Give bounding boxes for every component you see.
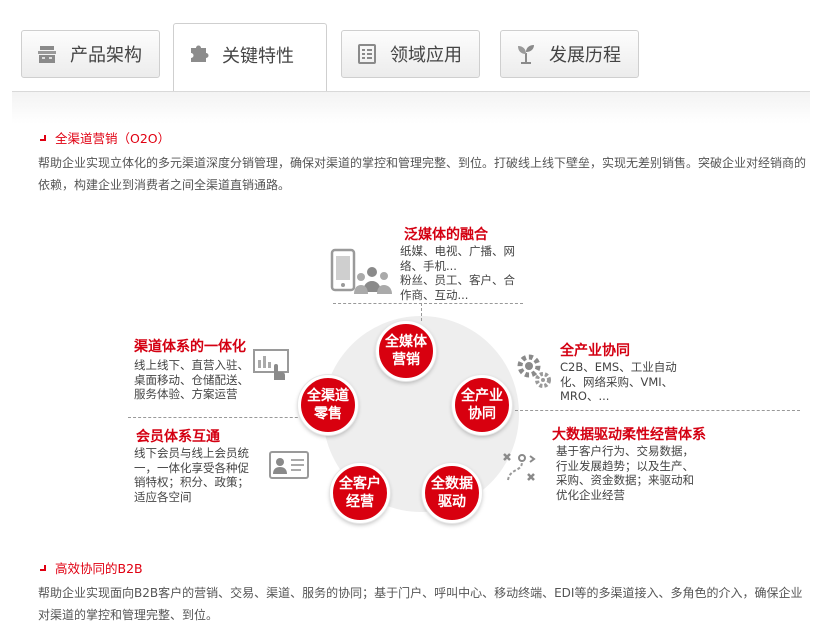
- section-title-o2o: 全渠道营销（O2O）: [38, 128, 170, 147]
- section-title-text: 全渠道营销（O2O）: [55, 131, 171, 146]
- separator-line: [421, 303, 422, 321]
- circle-all-media-marketing: 全媒体营销: [376, 321, 436, 381]
- tab-product-architecture[interactable]: 产品架构: [21, 30, 160, 78]
- tab-label: 领域应用: [390, 45, 462, 66]
- section-title-b2b: 高效协同的B2B: [38, 558, 143, 577]
- building-icon: [38, 46, 56, 63]
- circle-all-channel-retail: 全渠道零售: [298, 375, 358, 435]
- diagram-ring: [323, 316, 519, 512]
- gears-icon: [517, 354, 551, 388]
- tab-key-features[interactable]: 关键特性: [173, 23, 327, 95]
- panel-top-shade: [12, 92, 810, 124]
- separator-line: [515, 410, 800, 411]
- section-title-text: 高效协同的B2B: [55, 561, 143, 576]
- tab-label: 发展历程: [549, 45, 621, 66]
- tab-domain-applications[interactable]: 领域应用: [341, 30, 480, 78]
- block-title-media: 泛媒体的融合: [404, 227, 488, 243]
- red-arrow-icon: [39, 134, 46, 141]
- circle-all-customer-operation: 全客户经营: [330, 463, 390, 523]
- block-text-bigdata: 基于客户行为、交易数据， 行业发展趋势；以及生产、 采购、资金数据；来驱动和 优…: [556, 444, 694, 502]
- checklist-icon: [358, 44, 376, 64]
- member-card-icon: [269, 451, 309, 479]
- block-text-member: 线下会员与线上会员统 一，一体化享受各种促 销特权；积分、政策； 适应各空间: [134, 446, 249, 504]
- block-title-industry: 全产业协同: [560, 343, 630, 359]
- block-title-bigdata: 大数据驱动柔性经营体系: [552, 427, 706, 443]
- block-text-media: 纸媒、电视、广播、网 络、手机... 粉丝、员工、客户、合 作商、互动...: [400, 244, 515, 302]
- tab-label: 关键特性: [222, 46, 294, 67]
- block-title-channel: 渠道体系的一体化: [134, 339, 246, 355]
- circle-all-industry-collaboration: 全产业协同: [452, 375, 512, 435]
- separator-line: [128, 417, 318, 418]
- feature-diagram: 全媒体营销 全产业协同 全数据驱动 全客户经营 全渠道零售 泛媒体的融合 纸媒、…: [0, 210, 834, 540]
- separator-line: [333, 303, 523, 304]
- touch-screen-icon: [253, 349, 289, 380]
- block-text-channel: 线上线下、直营入驻、 桌面移动、仓储配送、 服务体验、方案运营: [134, 358, 249, 401]
- block-title-member: 会员体系互通: [136, 429, 220, 445]
- phone-people-icon: [330, 248, 392, 294]
- red-arrow-icon: [39, 564, 46, 571]
- block-text-industry: C2B、EMS、工业自动 化、网络采购、VMI、 MRO、...: [560, 360, 677, 403]
- tab-label: 产品架构: [70, 45, 142, 66]
- section-body-o2o: 帮助企业实现立体化的多元渠道深度分销管理，确保对渠道的掌控和管理完整、到位。打破…: [38, 156, 807, 192]
- plant-icon: [518, 45, 534, 64]
- tab-bar: 产品架构 关键特性 领域应用 发展历程: [0, 0, 834, 100]
- section-body-b2b: 帮助企业实现面向B2B客户的营销、交易、渠道、服务的协同；基于门户、呼叫中心、移…: [38, 586, 803, 622]
- tab-divider: [12, 91, 810, 92]
- strategy-icon: [503, 453, 536, 481]
- tab-development-history[interactable]: 发展历程: [500, 30, 639, 78]
- circle-all-data-driven: 全数据驱动: [422, 463, 482, 523]
- puzzle-icon: [191, 45, 209, 62]
